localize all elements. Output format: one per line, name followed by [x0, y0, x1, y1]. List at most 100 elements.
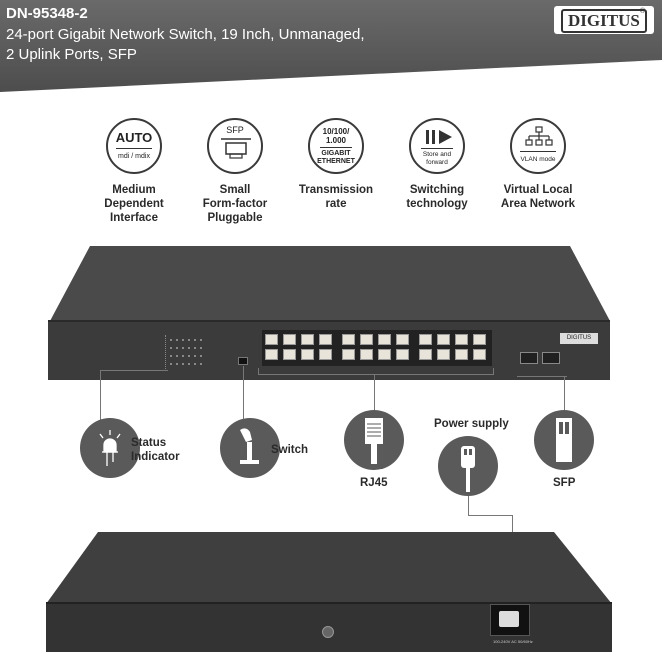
switch-back-top	[46, 532, 612, 604]
vlan-icon: VLAN mode	[510, 118, 566, 174]
switch-chassis-top	[50, 246, 610, 321]
rj45-port	[342, 349, 355, 360]
sfp-icon-text: SFP	[226, 125, 244, 135]
rj45-plug-drawing	[365, 418, 383, 464]
rj45-port	[437, 349, 450, 360]
sfp-module-drawing	[221, 138, 251, 159]
rj45-port	[455, 349, 468, 360]
icon-divider	[421, 148, 453, 149]
feature-label-line: Pluggable	[207, 212, 263, 224]
rj45-port	[378, 334, 391, 345]
rj45-port	[396, 334, 409, 345]
icon-divider	[520, 151, 556, 152]
status-indicator-icon	[80, 418, 140, 478]
model-number: DN-95348-2	[6, 5, 88, 22]
feature-label-sfp: Small Form-factor Pluggable	[185, 183, 285, 225]
store-forward-icon-subtext: Store and forward	[422, 151, 452, 166]
pause-play-drawing	[426, 130, 452, 144]
callout-label-switch: Switch	[271, 444, 309, 456]
product-subtitle-line2: 2 Uplink Ports, SFP	[6, 46, 137, 63]
led-bulb-drawing	[99, 430, 121, 466]
auto-icon-text: AUTO	[115, 130, 153, 145]
feature-label-mdi: Medium Dependent Interface	[84, 183, 184, 225]
power-socket-insert	[499, 611, 519, 627]
vlan-icon-subtext: VLAN mode	[520, 156, 556, 163]
network-tree-drawing	[525, 126, 553, 146]
front-switch-button	[238, 357, 248, 365]
feature-label-line: Small	[219, 184, 251, 196]
callout-line-status-h	[100, 370, 168, 371]
feature-label-rate: Transmission rate	[286, 183, 386, 211]
callout-bracket-sfp	[517, 376, 567, 377]
callout-bracket-rj45-r	[493, 368, 494, 375]
rj45-port	[396, 349, 409, 360]
rj45-port	[301, 334, 314, 345]
rj45-port	[342, 334, 355, 345]
auto-icon-subtext: mdi / mdix	[118, 153, 150, 160]
feature-label-line: Transmission	[298, 184, 374, 196]
callout-label-power: Power supply	[434, 418, 509, 430]
rj45-port	[319, 334, 332, 345]
callout-bracket-rj45-l	[258, 368, 259, 375]
rj45-port	[265, 334, 278, 345]
rj45-port	[455, 334, 468, 345]
sfp-module-icon: SFP	[207, 118, 263, 174]
feature-label-line: Form-factor	[202, 198, 268, 210]
callout-line-rj45	[374, 375, 375, 417]
status-led-panel	[165, 335, 211, 371]
rj45-port	[419, 334, 432, 345]
feature-label-line: technology	[406, 198, 468, 210]
icon-divider	[320, 147, 352, 148]
rj45-port	[360, 334, 373, 345]
rj45-port	[473, 334, 486, 345]
callout-bracket-rj45	[258, 374, 494, 375]
callout-label-sfp: SFP	[553, 477, 576, 489]
store-forward-icon: Store and forward	[409, 118, 465, 174]
product-subtitle-line1: 24-port Gigabit Network Switch, 19 Inch,…	[6, 26, 365, 43]
feature-label-line: rate	[325, 198, 347, 210]
led-grid-drawing	[170, 339, 202, 365]
feature-label-line: Virtual Local	[503, 184, 573, 196]
rj45-port-block	[262, 330, 492, 366]
callout-line-status	[100, 370, 101, 420]
power-rating-label: 100-240V AC 50/60Hz	[493, 639, 533, 644]
rj45-port	[419, 349, 432, 360]
gigabit-icon-text: 10/100/ 1.000	[322, 127, 350, 145]
feature-label-line: Dependent	[104, 198, 164, 210]
rj45-connector-icon	[344, 410, 404, 470]
callout-line-power	[468, 495, 469, 515]
power-plug-drawing	[461, 446, 475, 492]
rj45-port	[360, 349, 373, 360]
power-socket	[490, 604, 530, 636]
rj45-port	[265, 349, 278, 360]
ground-screw	[322, 626, 334, 638]
sfp-port-2	[542, 352, 560, 364]
feature-label-line: Medium	[112, 184, 156, 196]
auto-mdix-icon: AUTO mdi / mdix	[106, 118, 162, 174]
rj45-port	[283, 334, 296, 345]
icon-divider	[116, 148, 152, 149]
gigabit-ethernet-icon: 10/100/ 1.000 GIGABIT ETHERNET	[308, 118, 364, 174]
rj45-port	[283, 349, 296, 360]
callout-label-rj45: RJ45	[360, 477, 388, 489]
rj45-port	[378, 349, 391, 360]
sfp-port-1	[520, 352, 538, 364]
rj45-port	[319, 349, 332, 360]
feature-label-line: Interface	[110, 212, 158, 224]
feature-label-vlan: Virtual Local Area Network	[488, 183, 588, 211]
callout-label-status: Status Indicator	[131, 436, 180, 464]
callout-line-switch	[243, 366, 244, 420]
sfp-plug-drawing	[556, 418, 572, 462]
feature-label-switching: Switching technology	[387, 183, 487, 211]
rj45-port	[437, 334, 450, 345]
callout-label-line: Indicator	[131, 451, 180, 463]
brand-logo-text: DIGITUS	[561, 9, 647, 33]
push-button-drawing	[240, 428, 259, 464]
rj45-port	[473, 349, 486, 360]
brand-logo: DIGITUS ®	[554, 6, 654, 34]
callout-line-power-h	[468, 515, 512, 516]
feature-label-line: Switching	[409, 184, 465, 196]
gigabit-icon-subtext: GIGABIT ETHERNET	[317, 150, 355, 165]
callout-label-line: Status	[131, 437, 167, 449]
registered-mark: ®	[640, 8, 646, 15]
